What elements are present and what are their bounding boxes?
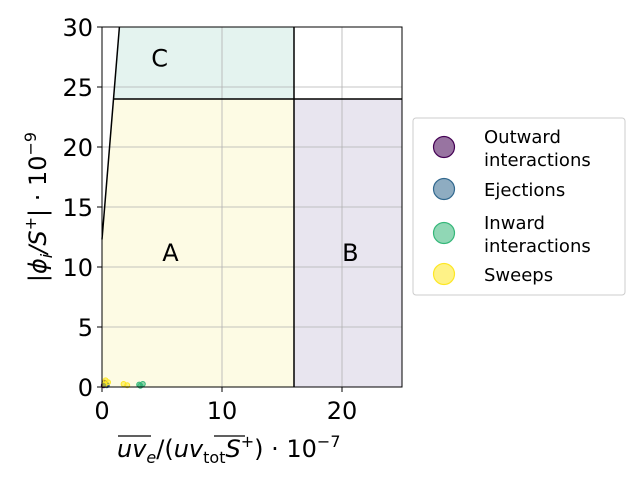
legend-label-line: Outward <box>484 127 561 148</box>
y-axis-title-sup: −9 <box>21 132 40 156</box>
region-label-c: C <box>151 45 168 73</box>
legend-marker <box>432 135 456 159</box>
y-tick-label: 25 <box>62 74 93 102</box>
x-axis-title-sub: e <box>146 448 156 467</box>
legend-label-line: interactions <box>484 150 591 171</box>
y-tick-label: 0 <box>78 374 93 402</box>
region-labels: A B C <box>151 45 358 267</box>
y-tick-label: 20 <box>62 134 93 162</box>
legend-marker <box>432 177 456 201</box>
x-axis-title-sup: −7 <box>317 432 341 451</box>
x-tick-label: 20 <box>327 397 358 425</box>
x-axis-title-part: S <box>225 435 240 463</box>
x-axis-title-part: uv <box>117 435 147 463</box>
x-tick-label: 10 <box>207 397 238 425</box>
y-axis-title-sub: i <box>37 253 56 258</box>
legend-marker <box>432 221 456 245</box>
svg-text:uve/(uvtotS+) · 10−7: uve/(uvtotS+) · 10−7 <box>117 432 341 467</box>
scatter-point <box>124 382 131 389</box>
legend-box <box>412 117 626 296</box>
y-axis-title-part: |ϕ <box>24 258 52 282</box>
y-tick-label: 30 <box>62 14 93 42</box>
y-tick-label: 10 <box>62 254 93 282</box>
region-fills <box>102 27 402 387</box>
region-a-fill <box>102 99 294 387</box>
axis-ticks: 0 10 20 0 5 10 15 20 25 30 <box>62 14 357 425</box>
x-axis-title: uve/(uvtotS+) · 10−7 <box>117 432 341 467</box>
boundary-sloped <box>101 26 121 240</box>
x-tick-label: 0 <box>94 397 109 425</box>
y-axis-title-sup: + <box>21 217 40 230</box>
legend-label-line: interactions <box>484 236 591 257</box>
legend-marker <box>432 262 456 286</box>
y-tick-label: 15 <box>62 194 93 222</box>
region-label-a: A <box>162 239 179 267</box>
legend-label-line: Inward <box>484 213 545 234</box>
legend-label: Ejections <box>484 180 565 201</box>
x-axis-title-part: /( <box>156 435 173 463</box>
y-axis-title-part: /S <box>24 230 52 255</box>
y-axis-title: |ϕi/S+| · 10−9 <box>21 132 56 282</box>
scatter-point <box>137 382 144 389</box>
legend-label: Sweeps <box>484 265 553 286</box>
x-axis-title-part: ) · 10 <box>254 435 317 463</box>
y-tick-label: 5 <box>78 314 93 342</box>
svg-text:|ϕi/S+| · 10−9: |ϕi/S+| · 10−9 <box>21 132 56 282</box>
x-axis-title-sup: + <box>241 432 254 451</box>
region-c-fill <box>113 27 294 99</box>
scatter-point <box>101 381 108 388</box>
y-axis-title-part: | · 10 <box>24 155 52 217</box>
region-boundaries <box>101 26 402 387</box>
region-label-b: B <box>342 239 358 267</box>
x-axis-title-sub: tot <box>203 448 225 467</box>
x-axis-title-part: uv <box>174 435 204 463</box>
